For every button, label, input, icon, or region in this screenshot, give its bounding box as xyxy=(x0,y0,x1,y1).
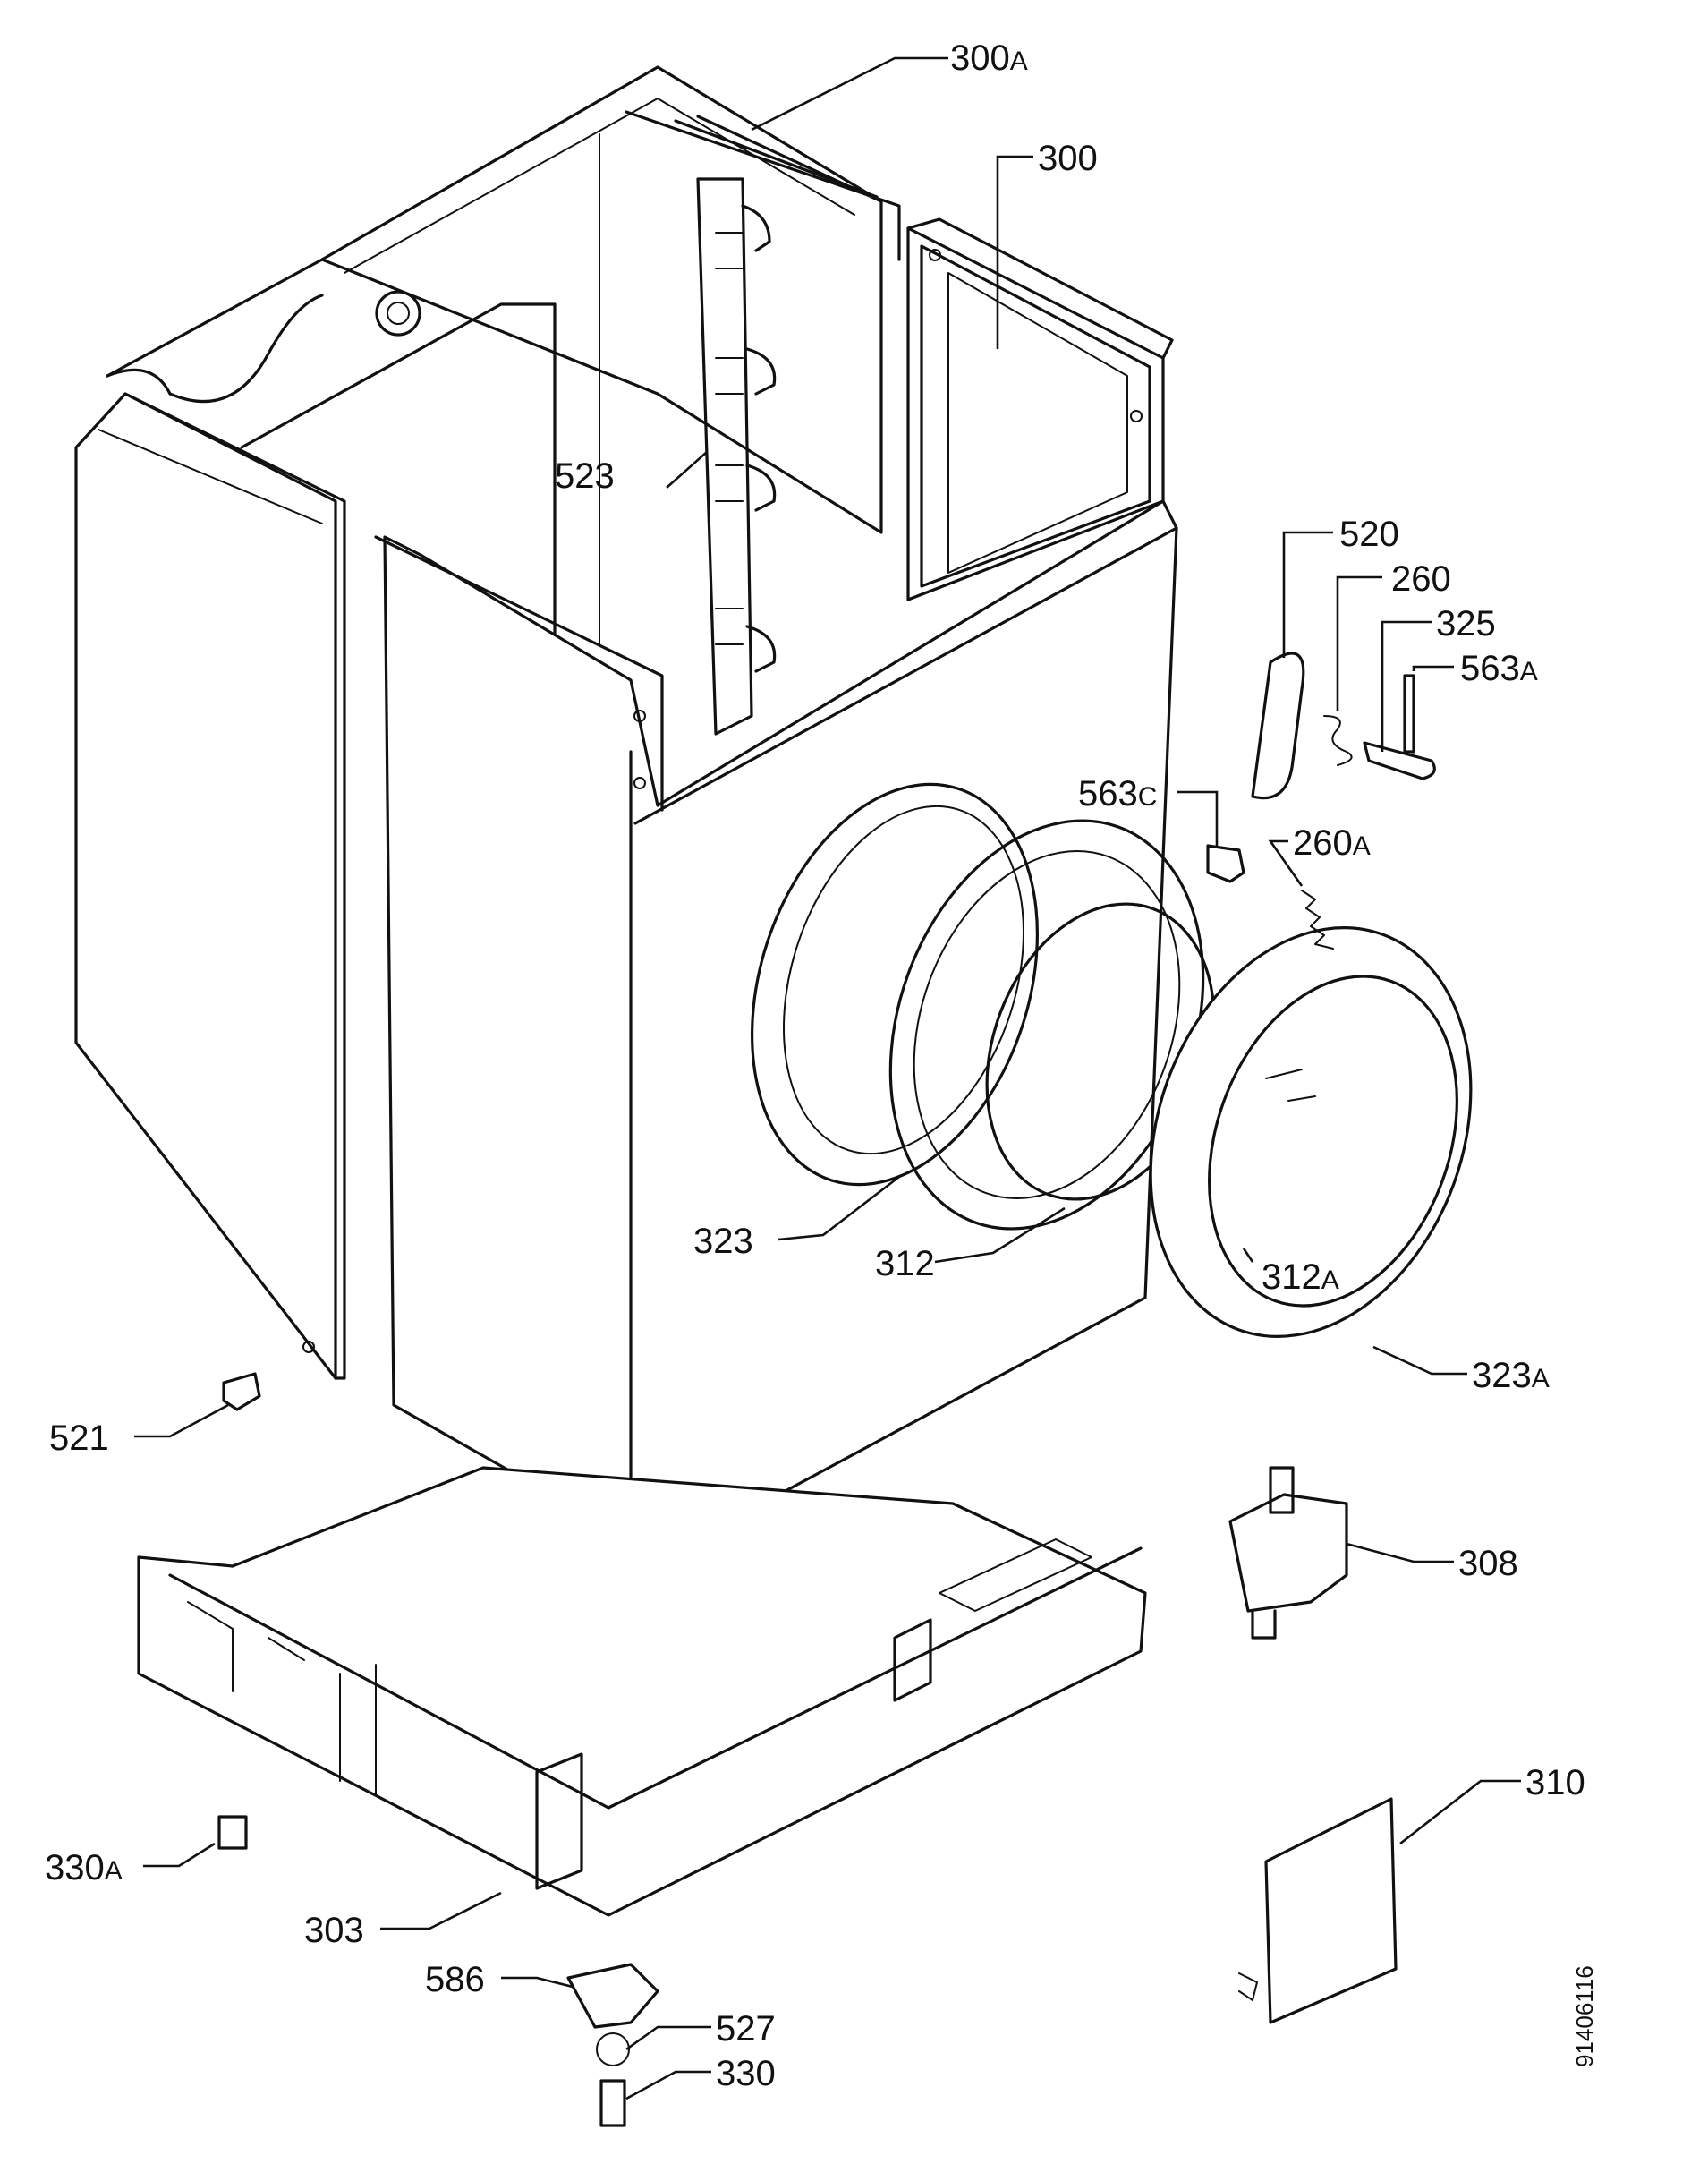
bolt-330 xyxy=(599,2079,626,2127)
label-520: 520 xyxy=(1339,515,1399,554)
screw-521 xyxy=(222,1372,261,1411)
label-260: 260 xyxy=(1391,559,1451,599)
washer-527 xyxy=(596,2032,630,2066)
label-323: 323 xyxy=(693,1222,753,1261)
label-300a: 300A xyxy=(950,38,1028,78)
label-310: 310 xyxy=(1525,1763,1585,1802)
screw-330a xyxy=(217,1815,248,1850)
label-563a: 563A xyxy=(1460,649,1538,688)
label-303: 303 xyxy=(304,1911,364,1950)
label-521: 521 xyxy=(49,1419,109,1458)
label-527: 527 xyxy=(716,2009,776,2049)
label-312: 312 xyxy=(875,1244,935,1283)
label-330: 330 xyxy=(716,2054,776,2093)
drawing-code: 91406116 xyxy=(1571,1965,1598,2067)
label-323a: 323A xyxy=(1472,1356,1550,1395)
spring-260a xyxy=(1301,890,1334,950)
rail-523 xyxy=(696,177,777,736)
door-ring-323a xyxy=(1149,926,1473,1338)
label-260a: 260A xyxy=(1293,823,1371,863)
spring-260 xyxy=(1323,715,1353,766)
label-300: 300 xyxy=(1038,139,1098,178)
label-586: 586 xyxy=(425,1960,485,1999)
label-308: 308 xyxy=(1458,1544,1518,1583)
lever-325 xyxy=(1363,741,1436,780)
label-563c: 563C xyxy=(1078,774,1157,814)
left-side-panel xyxy=(74,392,346,1380)
pin-563a xyxy=(1403,674,1415,754)
part-labels: 300A 300 523 520 260 325 563A 563C 260A … xyxy=(45,38,1598,2093)
hinge-308 xyxy=(1228,1466,1348,1640)
label-523: 523 xyxy=(555,456,615,496)
leader-lines xyxy=(134,56,1521,2100)
frame-300a xyxy=(106,65,901,646)
foot-586 xyxy=(566,1963,659,2029)
small-parts xyxy=(217,652,1436,2127)
latch-520 xyxy=(1251,652,1305,800)
label-312a: 312A xyxy=(1262,1257,1339,1297)
label-325: 325 xyxy=(1436,604,1496,643)
label-330a: 330A xyxy=(45,1848,123,1887)
cabinet-body xyxy=(374,499,1178,1559)
cover-310 xyxy=(1238,1797,1398,2024)
base-303 xyxy=(137,1466,1147,1917)
screw-563c xyxy=(1206,844,1245,883)
